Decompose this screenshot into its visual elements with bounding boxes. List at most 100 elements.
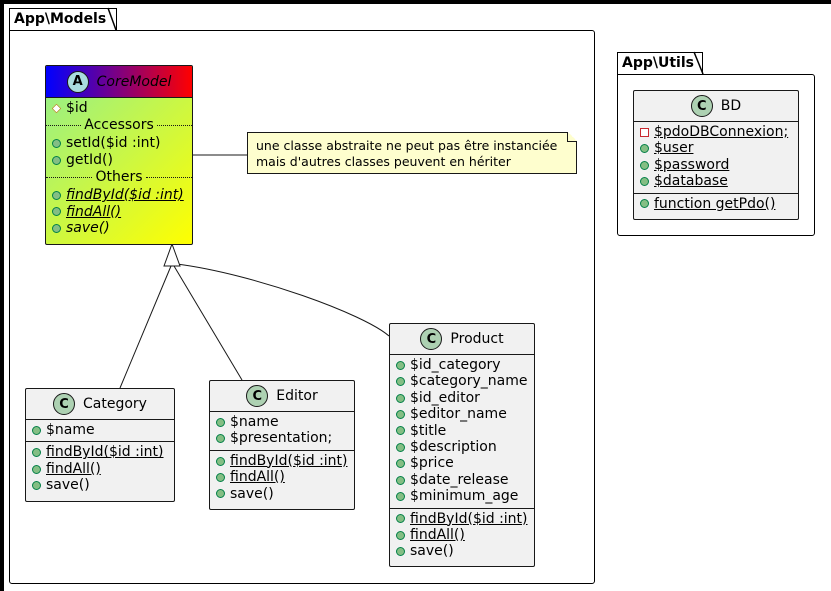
field-text: $pdoDBConnexion; xyxy=(654,124,789,140)
class-editor[interactable]: C Editor $name $presentation; findById($… xyxy=(209,380,355,510)
package-tab-utils: App\Utils xyxy=(617,52,703,75)
fields-section: $name xyxy=(26,419,174,441)
field-row: $id_category xyxy=(390,357,534,373)
note-line-2: mais d'autres classes peuvent en hériter xyxy=(256,154,511,169)
method-row: findById($id :int) xyxy=(390,511,534,527)
field-row: $id_editor xyxy=(390,390,534,406)
field-text: $name xyxy=(230,414,279,430)
public-icon xyxy=(32,425,41,435)
field-row: $category_name xyxy=(390,373,534,389)
class-bd[interactable]: C BD $pdoDBConnexion; $user $password $d… xyxy=(633,90,799,220)
public-icon xyxy=(396,459,405,469)
method-row: findById($id :int) xyxy=(26,444,174,460)
category-inheritance-line xyxy=(119,265,172,389)
method-row: findAll() xyxy=(26,461,174,477)
class-header-category: C Category xyxy=(26,389,174,419)
note-fold-corner xyxy=(567,132,577,142)
public-icon xyxy=(52,190,61,200)
public-icon xyxy=(396,426,405,436)
inheritance-arrowhead xyxy=(163,242,181,267)
package-tab-models: App\Models xyxy=(9,8,117,31)
public-icon xyxy=(396,475,405,485)
accessors-divider: Accessors xyxy=(46,118,192,133)
method-text: findAll() xyxy=(230,469,285,486)
field-row: $name xyxy=(210,414,354,430)
field-row: $name xyxy=(26,422,174,438)
fields-section: $id xyxy=(46,97,192,116)
methods-section: findById($id :int) findAll() save() xyxy=(210,449,354,505)
public-icon xyxy=(52,223,61,233)
class-header-bd: C BD xyxy=(634,91,798,121)
methods-section: findById($id :int) findAll() save() xyxy=(390,507,534,563)
method-text: setId($id :int) xyxy=(66,135,161,152)
method-row: getId() xyxy=(46,152,192,168)
fields-section: $pdoDBConnexion; $user $password $databa… xyxy=(634,121,798,193)
package-name-utils: App\Utils xyxy=(622,55,694,71)
package-name-models: App\Models xyxy=(14,11,107,27)
field-text: $category_name xyxy=(410,373,528,390)
field-text: $database xyxy=(654,173,728,190)
class-icon: C xyxy=(420,328,443,350)
field-row: $title xyxy=(390,423,534,439)
public-icon xyxy=(32,464,41,474)
field-row: $password xyxy=(634,157,798,173)
field-row: $price xyxy=(390,455,534,471)
note-line-1: une classe abstraite ne peut pas être in… xyxy=(256,138,558,153)
class-name-product: Product xyxy=(450,331,504,347)
public-icon xyxy=(396,377,405,387)
field-text: $description xyxy=(410,439,497,456)
method-row: save() xyxy=(26,477,174,493)
method-text: findAll() xyxy=(66,203,122,220)
field-text: $id_category xyxy=(410,357,501,373)
methods-section: function getPdo() xyxy=(634,192,798,215)
public-icon xyxy=(396,393,405,403)
others-section: findById($id :int) findAll() save() xyxy=(46,187,192,236)
method-text: save() xyxy=(66,220,110,237)
field-text: $user xyxy=(654,140,694,157)
class-icon: C xyxy=(246,385,269,407)
accessors-label: Accessors xyxy=(84,117,154,134)
method-row: findAll() xyxy=(390,527,534,543)
field-row: $user xyxy=(634,140,798,156)
field-text: $name xyxy=(46,422,95,438)
method-row: findById($id :int) xyxy=(210,453,354,469)
method-text: findAll() xyxy=(410,527,465,544)
class-category[interactable]: C Category $name findById($id :int) find… xyxy=(25,388,175,502)
method-text: findById($id :int) xyxy=(410,510,528,527)
field-text: $password xyxy=(654,156,730,173)
field-row: $database xyxy=(634,173,798,189)
methods-section: findById($id :int) findAll() save() xyxy=(26,441,174,496)
public-icon xyxy=(52,207,61,217)
class-coremodel[interactable]: A CoreModel $id Accessors setId($id :int… xyxy=(45,65,193,245)
private-icon xyxy=(640,127,649,137)
method-row: findAll() xyxy=(210,469,354,485)
field-text: $editor_name xyxy=(410,406,507,423)
product-inheritance-line xyxy=(176,263,390,337)
public-icon xyxy=(216,472,225,482)
public-icon xyxy=(396,547,405,557)
diagram-canvas: App\Models App\Utils une classe abstrait… xyxy=(4,4,831,591)
method-text: save() xyxy=(410,543,454,560)
method-text: save() xyxy=(230,485,274,502)
method-text: findById($id :int) xyxy=(46,444,164,461)
field-row: $date_release xyxy=(390,472,534,488)
field-text: $id_editor xyxy=(410,389,480,406)
public-icon xyxy=(396,442,405,452)
field-row: $description xyxy=(390,439,534,455)
public-icon xyxy=(32,448,41,458)
relationship-lines xyxy=(119,154,390,389)
method-text: save() xyxy=(46,477,90,494)
field-row: $editor_name xyxy=(390,406,534,422)
public-icon xyxy=(52,155,61,165)
method-row: save() xyxy=(390,543,534,559)
class-product[interactable]: C Product $id_category $category_name $i… xyxy=(389,323,535,567)
public-icon xyxy=(640,176,649,186)
public-icon xyxy=(396,409,405,419)
field-row: $minimum_age xyxy=(390,488,534,504)
field-text: $id xyxy=(66,100,88,116)
public-icon xyxy=(216,456,225,466)
public-icon xyxy=(396,491,405,501)
method-row: findAll() xyxy=(46,204,192,220)
public-icon xyxy=(396,514,405,524)
method-row: function getPdo() xyxy=(634,196,798,212)
